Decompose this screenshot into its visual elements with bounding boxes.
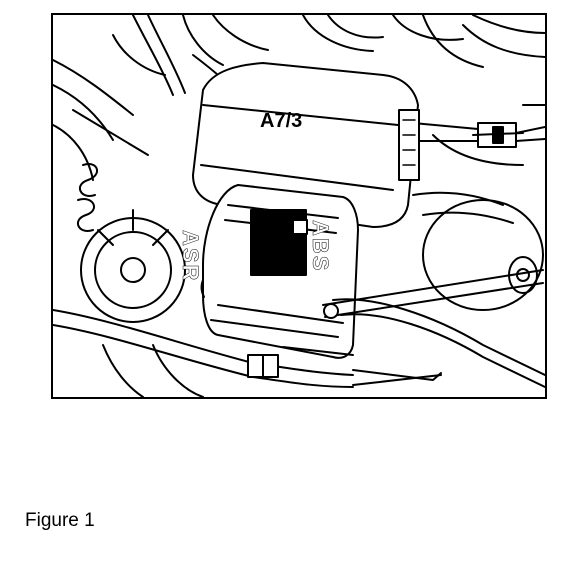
- line-drawing: [53, 15, 545, 397]
- abs-asr-module: [200, 184, 359, 359]
- left-pulley: [80, 209, 186, 323]
- module-marking-abs: ABS: [308, 220, 334, 273]
- figure-caption: Figure 1: [25, 510, 95, 531]
- component-label: A7/3: [260, 110, 303, 132]
- module-marking-asr: ASR: [178, 230, 204, 283]
- probe-rod: [322, 269, 544, 319]
- left-coil: [76, 163, 98, 232]
- engine-bay-illustration: A7/3 ASR ABS: [51, 13, 547, 399]
- right-connectors: [412, 122, 545, 148]
- background-hoses: [53, 15, 545, 181]
- cable-harness: [53, 298, 545, 397]
